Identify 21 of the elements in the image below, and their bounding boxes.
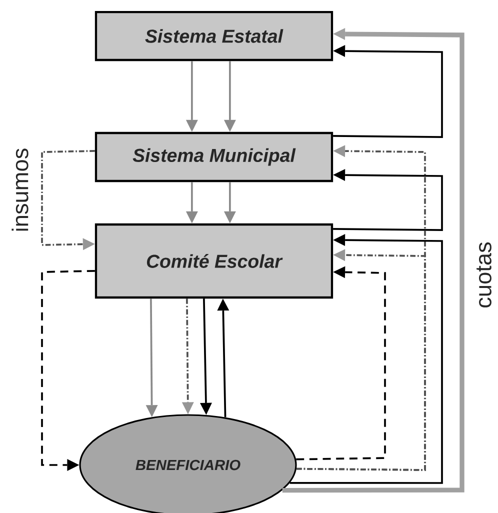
arrow <box>186 182 198 224</box>
arrow <box>41 150 95 250</box>
arrow <box>224 182 236 224</box>
arrow <box>182 298 194 414</box>
arrow <box>296 145 426 471</box>
side-label: insumos <box>12 148 28 231</box>
side-label: cuotas <box>476 242 492 308</box>
process-box: Sistema Estatal <box>94 10 334 62</box>
arrow <box>290 234 443 484</box>
arrow <box>282 28 464 493</box>
process-box: Comité Escolar <box>94 223 334 299</box>
arrow <box>146 298 158 418</box>
arrow <box>333 169 443 231</box>
arrow <box>186 61 198 132</box>
arrow <box>200 298 212 415</box>
arrow <box>333 45 443 138</box>
arrow <box>217 298 230 418</box>
arrow <box>296 266 386 460</box>
arrow <box>224 61 236 132</box>
arrow <box>41 270 95 471</box>
process-box: Sistema Municipal <box>94 132 334 182</box>
